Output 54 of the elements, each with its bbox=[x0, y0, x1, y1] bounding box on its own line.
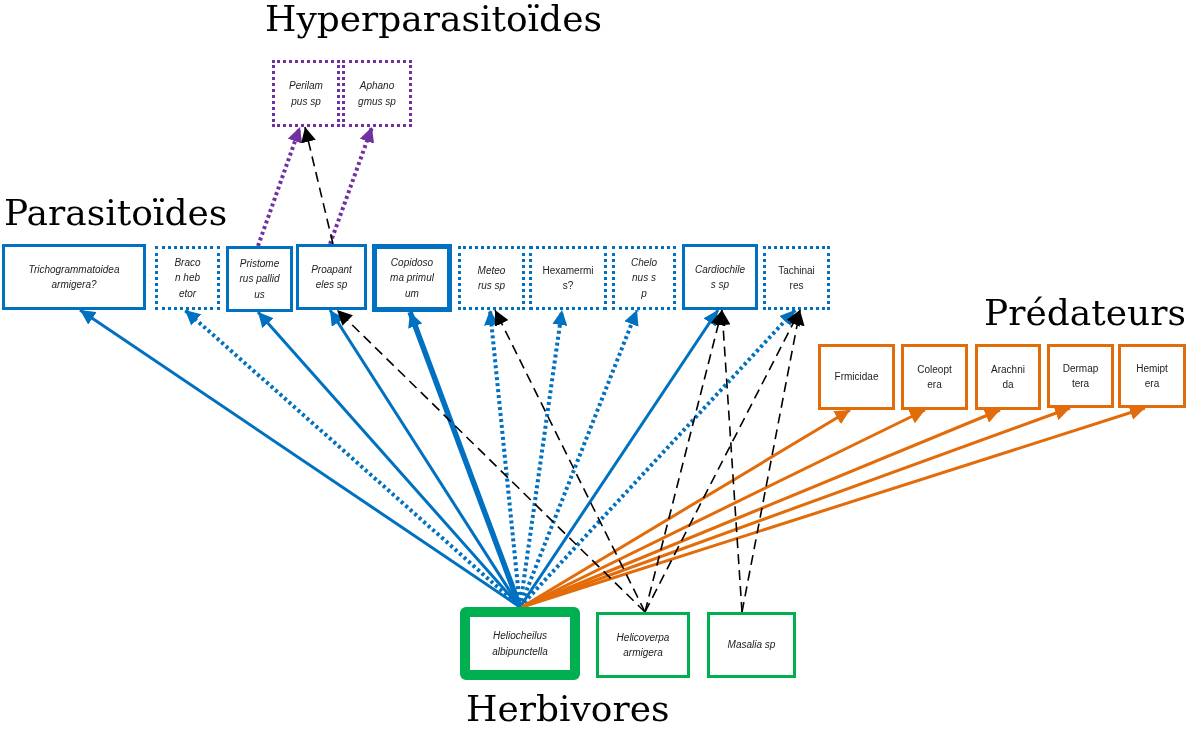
taxon-box bbox=[372, 244, 452, 312]
arrow bbox=[741, 309, 805, 613]
taxon-box bbox=[342, 60, 412, 127]
taxon-name: Hexamermis? bbox=[542, 263, 594, 293]
arrow bbox=[301, 126, 334, 245]
arrow bbox=[518, 309, 720, 608]
taxon-name: Perilampus sp bbox=[288, 79, 324, 109]
taxon-box bbox=[901, 344, 968, 410]
arrow bbox=[336, 309, 646, 613]
taxon-box bbox=[272, 60, 340, 127]
taxon-name: Masalia sp bbox=[727, 638, 776, 653]
taxon-name: Arachnida bbox=[990, 362, 1026, 392]
taxon-name: Pristomerus pallidus bbox=[239, 256, 280, 302]
arrow bbox=[256, 126, 303, 247]
arrow bbox=[715, 309, 743, 613]
taxon-box bbox=[818, 344, 895, 410]
taxon-name: Trichogrammatoidea armigera? bbox=[27, 262, 121, 292]
arrow bbox=[407, 311, 523, 608]
taxon-box bbox=[458, 246, 525, 310]
taxon-box bbox=[763, 246, 830, 310]
taxon-name: Helicoverpa armigera bbox=[615, 630, 671, 660]
taxon-name: Proapanteles sp bbox=[311, 262, 352, 292]
taxon-name: Coleoptera bbox=[916, 362, 953, 392]
arrow bbox=[494, 309, 646, 613]
arrow bbox=[328, 126, 374, 245]
taxon-box bbox=[1118, 344, 1186, 408]
taxon-box bbox=[529, 246, 607, 310]
taxon-box bbox=[460, 607, 580, 680]
group-heading: Prédateurs bbox=[984, 292, 1186, 333]
taxon-box bbox=[975, 344, 1041, 410]
group-heading: Hyperparasitoïdes bbox=[265, 0, 602, 39]
taxon-box bbox=[296, 244, 367, 310]
taxon-name: Hemiptera bbox=[1135, 361, 1169, 391]
taxon-box bbox=[1047, 344, 1114, 408]
taxon-box bbox=[682, 244, 758, 310]
taxon-box bbox=[155, 246, 220, 310]
taxon-box bbox=[596, 612, 690, 678]
taxon-name: Meteorus sp bbox=[476, 263, 507, 293]
group-heading: Herbivores bbox=[466, 688, 670, 729]
taxon-name: Aphanogmus sp bbox=[357, 79, 397, 109]
taxon-box bbox=[2, 244, 146, 310]
arrow bbox=[644, 309, 801, 613]
taxon-name: Copidosoma primulum bbox=[389, 255, 435, 301]
taxon-name: Frmicidae bbox=[834, 370, 879, 385]
group-heading: Parasitoïdes bbox=[4, 192, 228, 233]
taxon-name: Chelonus sp bbox=[630, 255, 658, 301]
taxon-name: Heliocheilus albipunctella bbox=[491, 629, 549, 659]
taxon-name: Bracon hebetor bbox=[174, 255, 201, 301]
taxon-name: Dermaptera bbox=[1062, 361, 1099, 391]
taxon-name: Cardiochiles sp bbox=[694, 262, 746, 292]
taxon-box bbox=[612, 246, 676, 310]
taxon-box bbox=[707, 612, 796, 678]
taxon-name: Tachinaires bbox=[778, 263, 815, 293]
taxon-box bbox=[226, 246, 293, 312]
